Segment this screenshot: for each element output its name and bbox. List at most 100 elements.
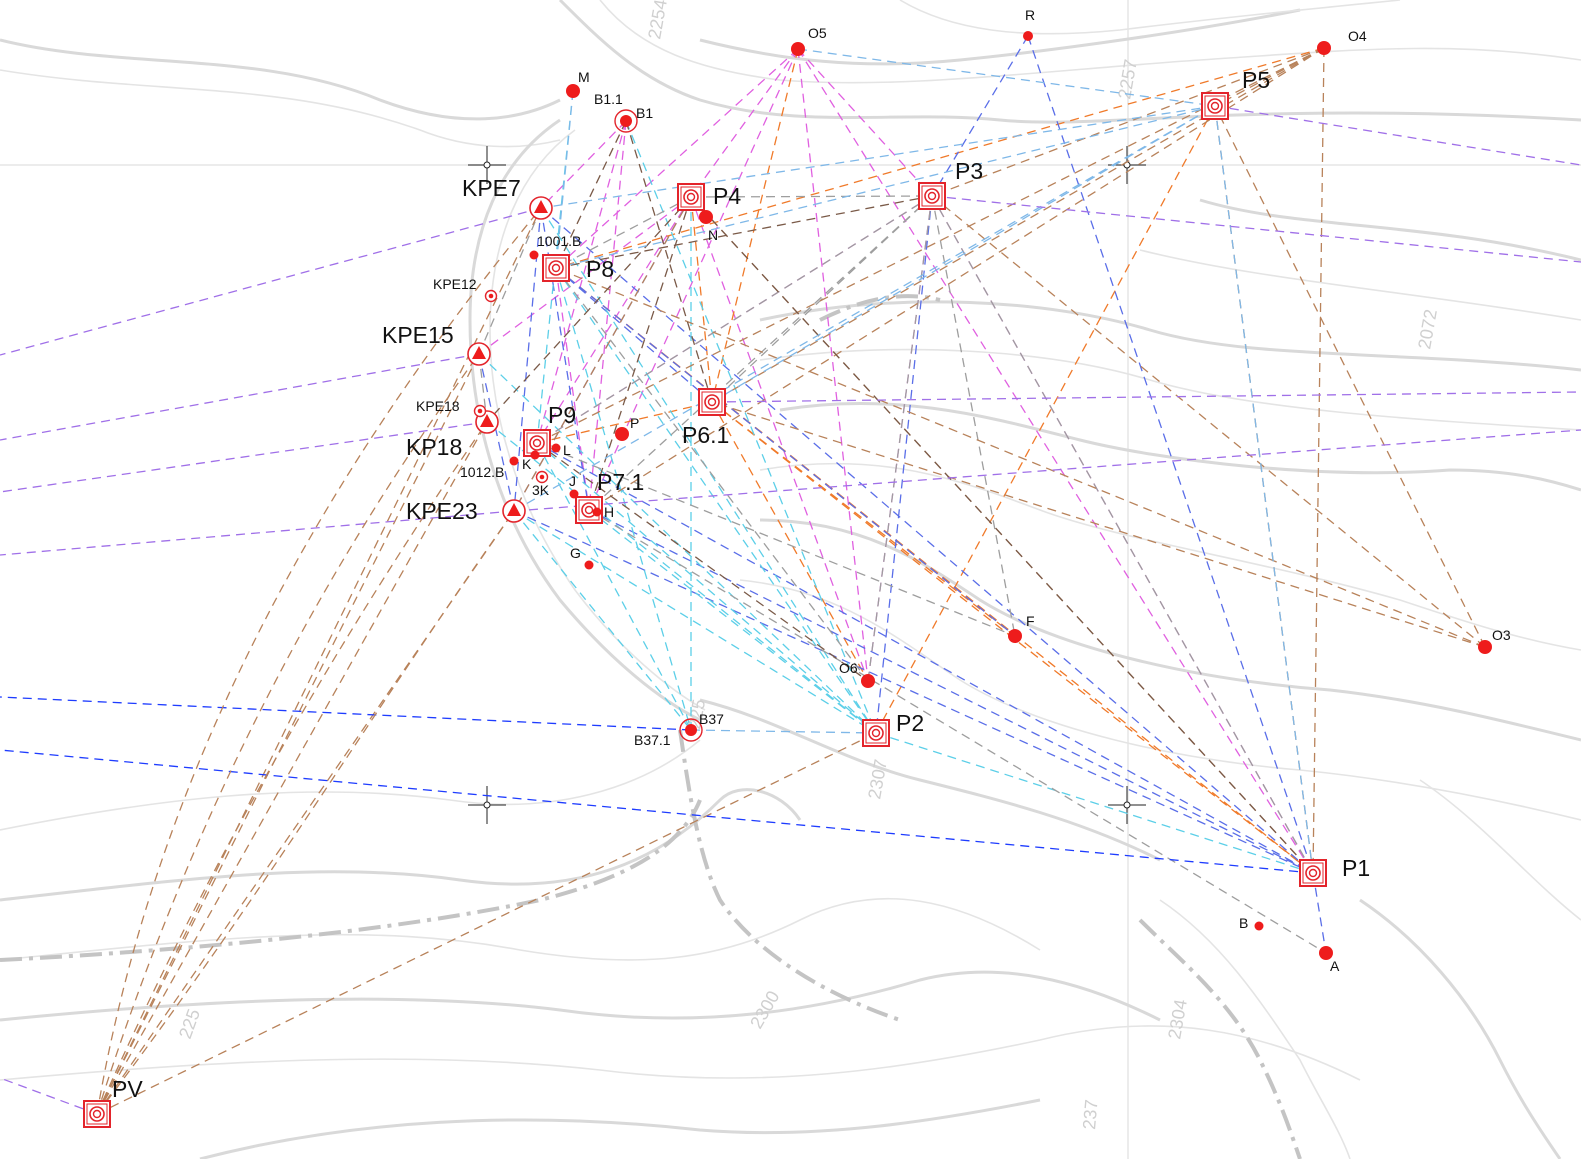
station-icon [918, 182, 946, 210]
observation-line [1214, 105, 1314, 874]
observation-line [711, 195, 933, 403]
observation-line [588, 195, 933, 511]
observation-line [1214, 105, 1486, 648]
observation-line [555, 267, 869, 682]
observation-line [690, 196, 713, 403]
observation-line [96, 510, 515, 1115]
observation-line [478, 353, 515, 512]
observation-line [96, 421, 488, 1115]
observation-line [690, 196, 1314, 874]
station-label-p8: P8 [586, 256, 614, 282]
observation-line [1214, 47, 1325, 107]
observation-line [555, 267, 877, 734]
station-icon [542, 254, 570, 282]
observation-line [536, 442, 692, 731]
observation-line [711, 401, 869, 682]
control-point-icon [529, 250, 539, 260]
observation-line [711, 105, 1216, 403]
control-label-b1-1: B1.1 [594, 91, 623, 107]
observation-line [540, 105, 1216, 209]
observation-line [478, 353, 488, 423]
station-label-pv: PV [112, 1076, 143, 1102]
control-point-icon [502, 499, 526, 523]
observation-line [96, 207, 542, 1115]
observation-line [711, 48, 799, 403]
observation-ray [1214, 105, 1581, 166]
target-label-o3: O3 [1492, 627, 1511, 643]
control-label-3k: 3K [532, 482, 550, 498]
target-label-o5: O5 [808, 25, 827, 41]
target-label-l: L [563, 442, 571, 458]
station-label-p9: P9 [548, 402, 576, 428]
target-label-p: P [630, 415, 639, 431]
target-label-n: N [708, 227, 718, 243]
observation-arc [96, 421, 488, 1115]
observation-line [588, 509, 1327, 954]
elevation-label: 237 [1079, 1099, 1102, 1131]
target-label-m: M [578, 69, 590, 85]
observation-line [931, 35, 1029, 197]
observation-line [588, 509, 877, 734]
observation-line [797, 48, 933, 197]
target-point-icon [791, 42, 805, 56]
station-label-p2: P2 [896, 710, 924, 736]
control-point-icon [529, 196, 553, 220]
observation-line [555, 267, 590, 511]
target-label-j: J [569, 473, 576, 489]
control-point-icon [535, 470, 549, 484]
observation-line [486, 421, 877, 734]
control-label-kpe12: KPE12 [433, 276, 477, 292]
target-label-b: B [1239, 915, 1248, 931]
station-icon [1201, 92, 1229, 120]
target-point-icon [551, 443, 561, 453]
observation-line [690, 195, 933, 198]
observation-line [797, 48, 1216, 107]
target-point-icon [584, 560, 594, 570]
observation-line [555, 267, 1486, 648]
station-icon [83, 1100, 111, 1128]
target-point-icon [1023, 31, 1033, 41]
station-label-p4: P4 [713, 183, 741, 209]
control-label-kpe7: KPE7 [462, 175, 521, 201]
observation-line [711, 401, 1486, 648]
observation-line [513, 510, 692, 731]
observation-ray [0, 510, 515, 556]
control-label-1001b: 1001.B [537, 233, 581, 249]
observation-ray [0, 421, 488, 493]
station-icon [677, 183, 705, 211]
observation-line [931, 195, 1314, 874]
target-label-f: F [1026, 613, 1035, 629]
station-label-p1: P1 [1342, 855, 1370, 881]
control-label-kp18: KP18 [406, 434, 462, 460]
observation-line [867, 195, 933, 682]
observation-arc [96, 510, 515, 1115]
observation-line [536, 120, 627, 444]
control-points [467, 109, 703, 742]
target-points [530, 31, 1492, 960]
observation-line [540, 207, 1314, 874]
control-point-icon [484, 289, 498, 303]
observation-line [588, 47, 1325, 511]
observation-ray [931, 195, 1581, 263]
observation-lines [0, 35, 1581, 1115]
observation-line [555, 267, 1314, 874]
control-label-kpe18: KPE18 [416, 398, 460, 414]
station-label-p5: P5 [1242, 67, 1270, 93]
target-point-icon [566, 84, 580, 98]
control-point-icon [473, 404, 487, 418]
observation-line [690, 196, 869, 682]
control-point-icon [679, 718, 703, 742]
target-point-icon [1317, 41, 1331, 55]
control-point-icon [467, 342, 491, 366]
observation-line [1312, 872, 1327, 954]
point-labels: P1 P2 P3 P4 P5 P6.1 P7.1 P8 P9 PV KPE7 K… [112, 7, 1511, 1102]
observation-line [555, 120, 627, 269]
observation-line [555, 267, 713, 403]
observation-line [96, 353, 480, 1115]
observation-line [513, 196, 692, 512]
observation-line [536, 442, 1016, 637]
station-label-p6-1: P6.1 [682, 422, 729, 448]
control-point-icon [614, 109, 638, 133]
